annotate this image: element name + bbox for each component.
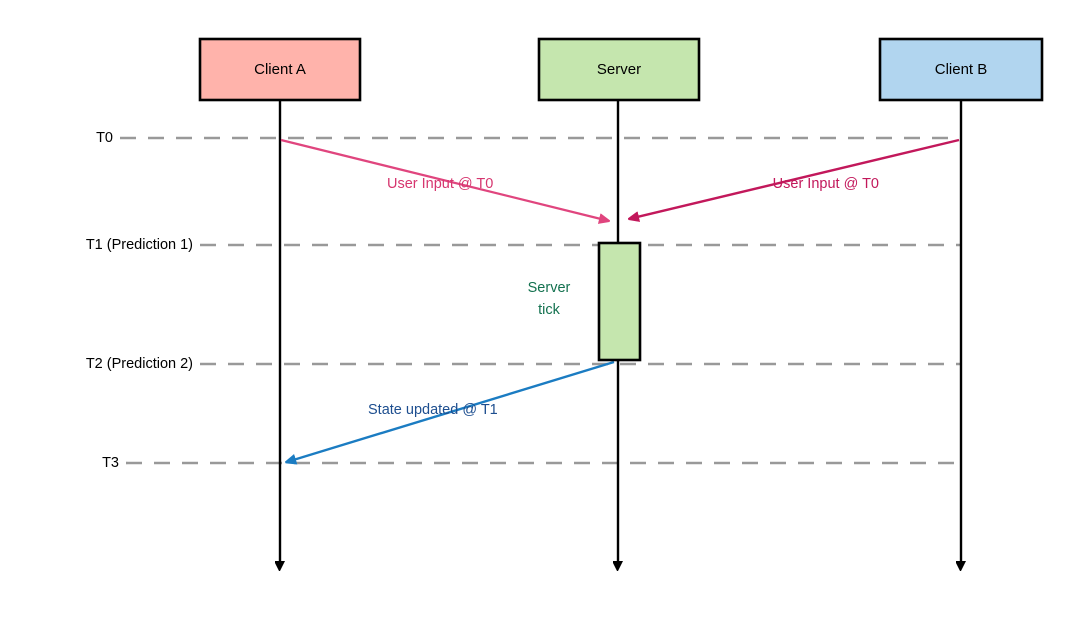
activation-label-line2: tick (538, 302, 561, 318)
activation-label-line1: Server (528, 280, 571, 296)
message-arrow-client-b-input[interactable] (633, 138, 960, 218)
participant-box-server[interactable] (537, 37, 701, 102)
participant-box-client-a[interactable] (198, 37, 362, 102)
participant-label-client-a: Client A (254, 61, 306, 78)
participant-label-client-b: Client B (935, 61, 988, 78)
time-marker-lines (120, 136, 961, 465)
participant-label-server: Server (597, 61, 641, 78)
time-label-t3: T3 (102, 455, 119, 471)
message-arrow-client-a-input[interactable] (280, 138, 605, 220)
activation-box-server-tick[interactable] (597, 241, 642, 362)
participant-client-b[interactable]: Client B (878, 37, 1044, 102)
message-label-client-a-input: User Input @ T0 (387, 176, 493, 192)
time-label-t1: T1 (Prediction 1) (86, 237, 193, 253)
participant-client-a[interactable]: Client A (198, 37, 362, 102)
message-arrow-state-update[interactable] (290, 360, 615, 461)
message-label-state-update: State updated @ T1 (368, 402, 498, 418)
message-label-client-b-input: User Input @ T0 (773, 176, 879, 192)
participant-server[interactable]: Server (537, 37, 701, 102)
time-label-t0: T0 (96, 130, 113, 146)
participant-box-client-b[interactable] (878, 37, 1044, 102)
time-label-t2: T2 (Prediction 2) (86, 356, 193, 372)
